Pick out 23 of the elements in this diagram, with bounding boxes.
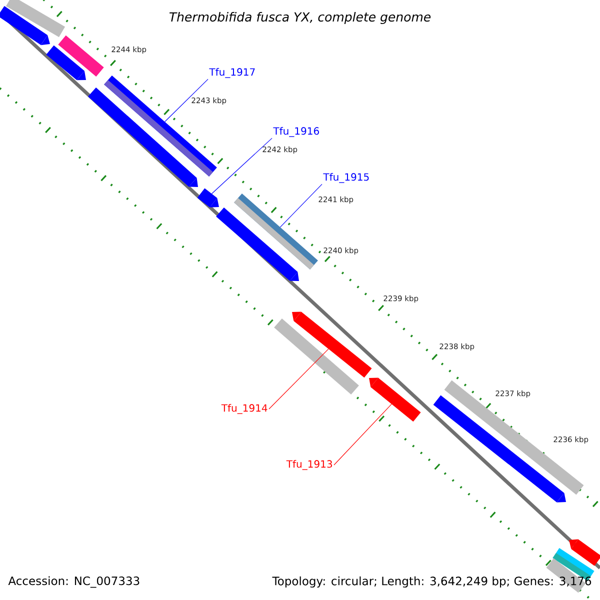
leader-line	[211, 138, 272, 194]
gene-feature	[0, 6, 50, 46]
genome-stats-text: Topology: circular; Length: 3,642,249 bp; Genes: 3,176	[272, 576, 592, 588]
gene-feature	[369, 378, 421, 422]
leader-line	[280, 184, 322, 228]
accession-text: Accession: NC_007333	[8, 576, 140, 588]
gene-bar	[58, 35, 104, 77]
gene-label: Tfu_1915	[323, 173, 369, 183]
leader-line	[268, 348, 329, 410]
gene-bar	[6, 0, 66, 38]
leader-line	[334, 404, 392, 466]
gene-feature	[569, 539, 600, 566]
leader-line	[164, 78, 208, 122]
gene-label: Tfu_1914	[221, 404, 268, 414]
gene-label: Tfu_1917	[209, 68, 255, 78]
gene-label: Tfu_1913	[286, 460, 332, 470]
gene-label: Tfu_1916	[273, 127, 319, 137]
title: Thermobifida fusca YX, complete genome	[169, 12, 431, 24]
gene-feature	[292, 312, 372, 378]
gene-feature	[197, 188, 219, 208]
gene-feature	[46, 45, 86, 80]
gene-feature	[216, 207, 299, 281]
gene-bar	[274, 318, 359, 395]
